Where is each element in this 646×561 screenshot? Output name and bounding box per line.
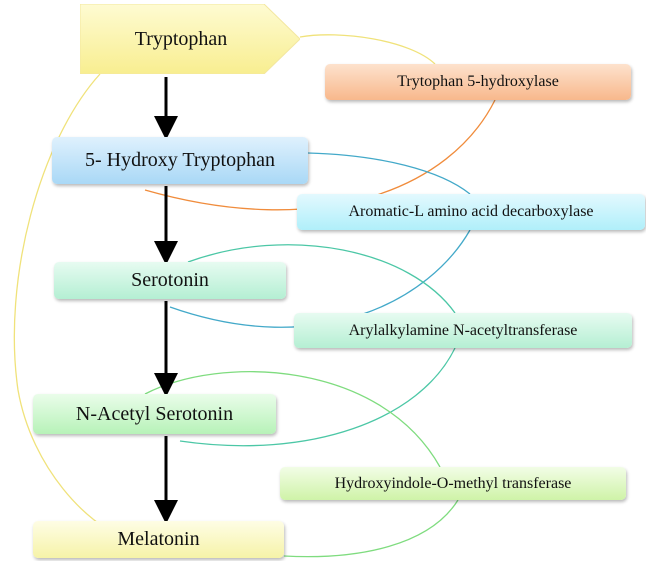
hiomt-label: Hydroxyindole-O-methyl transferase [334,474,572,492]
aadc-label: Aromatic-L amino acid decarboxylase [348,203,594,220]
tryptophan-pentagon-shape [80,4,300,74]
connector-aadc-5htp [307,152,471,195]
connector-hiomt-melatonin [283,499,459,558]
n-acetyl-serotonin-label: N-Acetyl Serotonin [75,402,234,425]
tryptophan-label: Tryptophan [134,27,228,50]
node-n-acetyl-serotonin: N-Acetyl Serotonin [33,394,276,434]
node-melatonin: Melatonin [33,521,284,558]
enzyme-tryptophan-hydroxylase: Trytophan 5-hydroxylase [325,64,631,100]
node-5-hydroxy-tryptophan: 5- Hydroxy Tryptophan [52,137,308,184]
5-hydroxy-tryptophan-label: 5- Hydroxy Tryptophan [84,149,275,171]
connector-tph-tryptophan [299,34,436,65]
serotonin-label: Serotonin [131,269,209,291]
enzyme-aromatic-decarboxylase: Aromatic-L amino acid decarboxylase [297,194,645,230]
melatonin-label: Melatonin [117,528,200,550]
tph-label: Trytophan 5-hydroxylase [397,73,559,90]
enzyme-hydroxyindole-methyltransferase: Hydroxyindole-O-methyl transferase [280,467,626,500]
connector-hiomt-nacetyl [144,371,441,468]
node-serotonin: Serotonin [54,262,286,299]
node-tryptophan: Tryptophan [80,4,300,74]
aanat-label: Arylalkylamine N-acetyltransferase [348,321,578,339]
connector-aanat-serotonin [187,244,456,314]
enzyme-arylalkylamine-acetyltransferase: Arylalkylamine N-acetyltransferase [294,313,632,348]
connector-aanat-nacetyl [179,347,456,447]
